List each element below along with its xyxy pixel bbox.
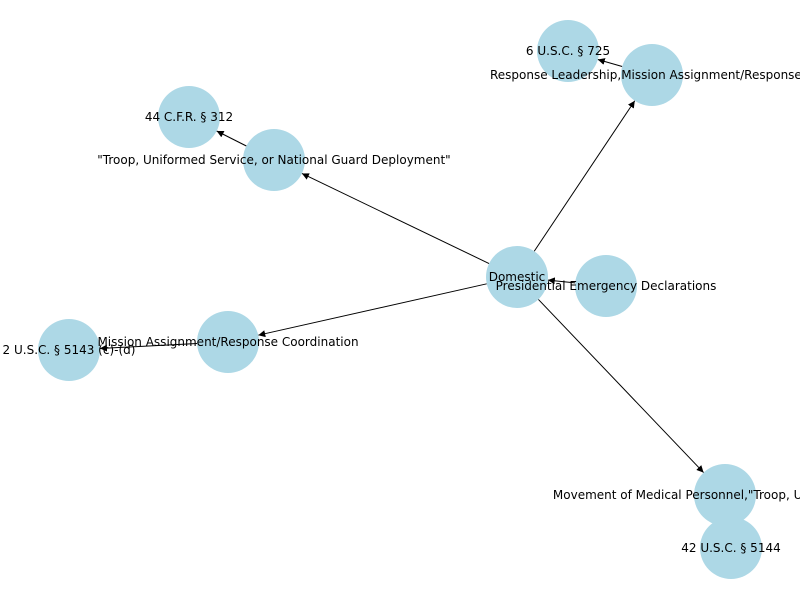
node-rl [621,44,683,106]
node-usc5144 [700,517,762,579]
edge-troop-to-cfr312 [216,130,247,147]
edge-rl-to-usc725 [597,58,623,67]
node-cfr312 [158,86,220,148]
node-label-ped: Presidential Emergency Declarations [496,279,717,293]
node-label-domestic: Domestic [489,270,546,284]
edge-ped-to-domestic [547,277,576,285]
edge-domestic-to-mission [258,283,487,338]
edge-domestic-to-rl [533,100,636,252]
node-label-usc5144: 42 U.S.C. § 5144 [681,541,780,555]
node-troop [243,129,305,191]
node-medical [694,464,756,526]
node-label-usc5143: 2 U.S.C. § 5143 (c)-(d) [3,343,136,357]
node-mission [197,311,259,373]
edge-domestic-to-troop [301,172,490,265]
edge-mission-to-usc5143 [99,343,198,352]
node-domestic [486,246,548,308]
edge-domestic-to-medical [538,299,704,473]
edges-layer [99,58,704,473]
node-usc5143 [38,319,100,381]
node-ped [575,255,637,317]
node-label-rl: Response Leadership,Mission Assignment/R… [490,68,800,82]
node-label-troop: "Troop, Uniformed Service, or National G… [97,153,450,167]
node-label-mission: Mission Assignment/Response Coordination [97,335,358,349]
nodes-layer [38,20,762,579]
node-usc725 [537,20,599,82]
node-label-cfr312: 44 C.F.R. § 312 [145,110,233,124]
node-label-medical: Movement of Medical Personnel,"Troop, Un… [553,488,800,502]
node-label-usc725: 6 U.S.C. § 725 [526,44,610,58]
